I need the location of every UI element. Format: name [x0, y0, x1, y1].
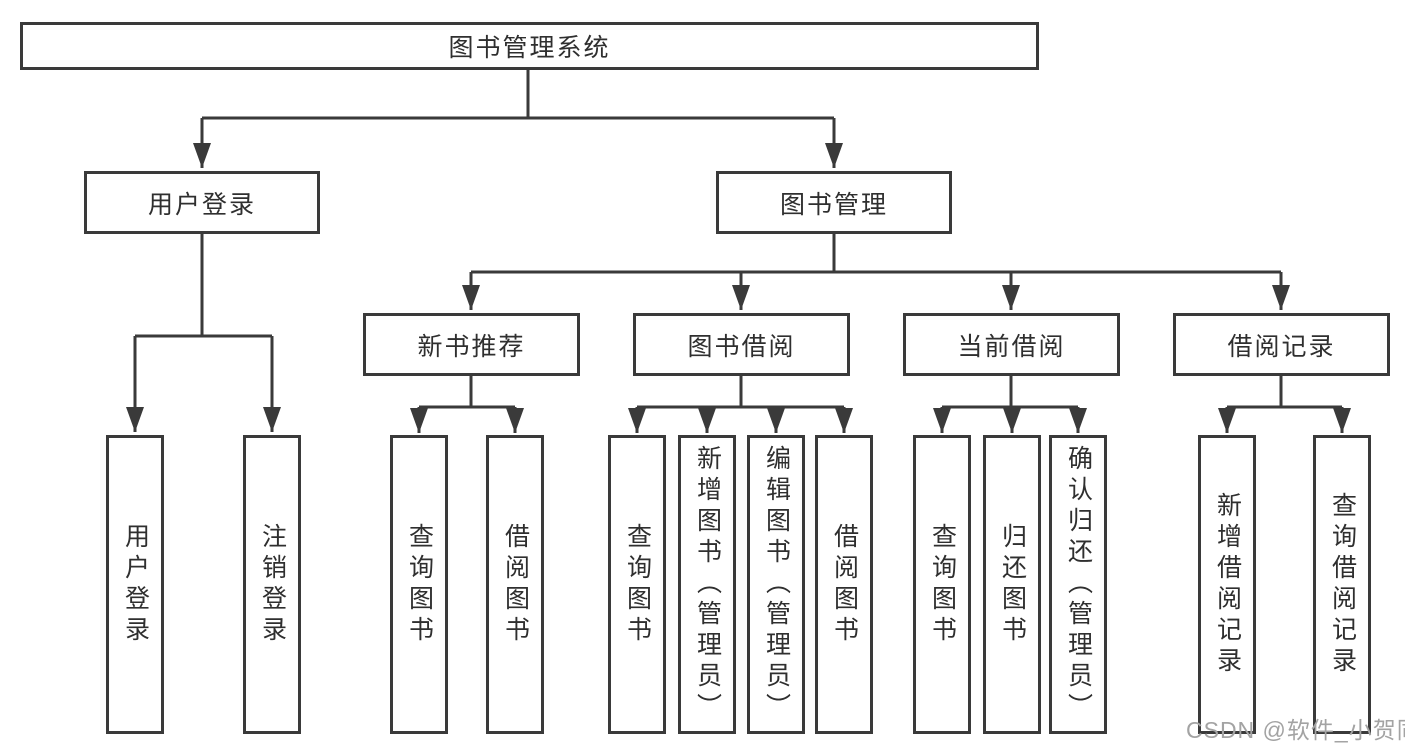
leaf-borrow-books-recommend: 借阅图书: [486, 435, 544, 734]
node-current-borrowing: 当前借阅: [903, 313, 1120, 376]
leaf-edit-book-admin: 编辑图书（管理员）: [747, 435, 805, 734]
node-borrowing-records: 借阅记录: [1173, 313, 1390, 376]
node-root: 图书管理系统: [20, 22, 1039, 70]
leaf-query-borrow-record: 查询借阅记录: [1313, 435, 1371, 734]
node-new-book-recommendation: 新书推荐: [363, 313, 580, 376]
leaf-add-borrow-record: 新增借阅记录: [1198, 435, 1256, 734]
leaf-query-books-recommend: 查询图书: [390, 435, 448, 734]
node-user-login: 用户登录: [84, 171, 320, 234]
leaf-return-book: 归还图书: [983, 435, 1041, 734]
leaf-borrow-books: 借阅图书: [815, 435, 873, 734]
leaf-query-books-borrow: 查询图书: [608, 435, 666, 734]
node-book-borrowing: 图书借阅: [633, 313, 850, 376]
leaf-add-book-admin: 新增图书（管理员）: [678, 435, 736, 734]
leaf-confirm-return-admin: 确认归还（管理员）: [1049, 435, 1107, 734]
csdn-watermark: CSDN @软件_小贺同学: [1186, 717, 1405, 743]
leaf-user-login: 用户登录: [106, 435, 164, 734]
node-book-management: 图书管理: [716, 171, 952, 234]
leaf-logout: 注销登录: [243, 435, 301, 734]
leaf-query-books-current: 查询图书: [913, 435, 971, 734]
